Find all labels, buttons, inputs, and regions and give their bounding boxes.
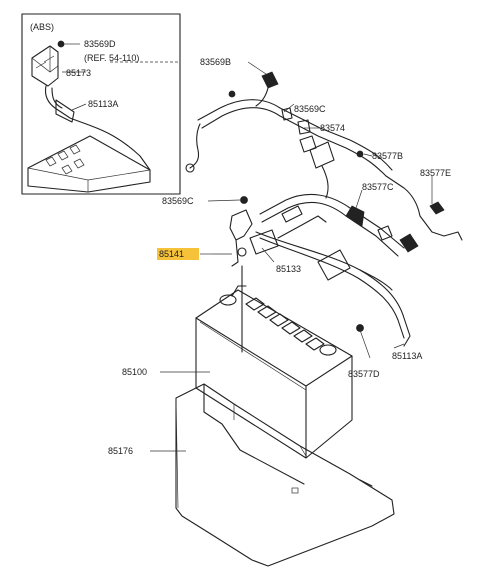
terminal-85141 — [229, 209, 253, 241]
part-labels: 83569B 83569C 83574 83577B 83577E 83577C… — [108, 57, 451, 456]
inset-label-83569d: 83569D — [84, 39, 116, 49]
battery-tray-85176 — [175, 383, 395, 567]
cable-85113a — [255, 231, 411, 347]
label-83577d: 83577D — [348, 369, 380, 379]
inset-label-85113a: 85113A — [88, 99, 118, 109]
holder-85133 — [249, 229, 279, 255]
inset-title: (ABS) — [30, 22, 54, 32]
battery-terminal-neg — [219, 294, 237, 306]
connector-83569b — [261, 71, 279, 89]
label-83569b: 83569B — [200, 57, 231, 67]
label-83569c-top: 83569C — [294, 104, 326, 114]
label-85176: 85176 — [108, 446, 133, 456]
leader-lines — [150, 61, 433, 452]
inset-clamp — [55, 99, 75, 123]
label-83577b: 83577B — [372, 151, 403, 161]
label-85141: 85141 — [159, 249, 184, 259]
inset-label-85173: 85173 — [66, 68, 91, 78]
label-85133: 85133 — [276, 264, 301, 274]
inset-frame — [21, 13, 181, 195]
label-83569c-mid: 83569C — [162, 196, 194, 206]
highlight-85141 — [157, 248, 199, 260]
harness-clip-2 — [297, 119, 311, 135]
nut-83577d — [356, 324, 364, 332]
terminal-83577e — [429, 201, 445, 215]
wiring-harness — [185, 71, 463, 347]
label-83577e: 83577E — [420, 168, 451, 178]
nut-83569c — [240, 196, 248, 204]
inset-battery — [27, 135, 151, 193]
harness-lower — [259, 193, 405, 249]
label-83577c: 83577C — [362, 182, 394, 192]
label-85113a: 85113A — [392, 351, 422, 361]
abs-inset: (ABS) 83569D (REF. 54-110) 85173 85113A — [21, 13, 181, 195]
abs-relay-block — [31, 45, 59, 87]
label-85100: 85100 — [122, 367, 147, 377]
bolt-83577b — [356, 150, 364, 158]
harness-clip-1 — [281, 107, 293, 121]
battery-terminal-pos — [319, 344, 337, 356]
inset-label-ref: (REF. 54-110) — [84, 53, 139, 63]
label-83574: 83574 — [320, 123, 345, 133]
harness-trunk — [197, 99, 393, 171]
harness-end-connector — [185, 163, 195, 173]
bracket-83574 — [309, 141, 335, 169]
connector-83577c — [345, 205, 365, 227]
inset-cable — [44, 85, 151, 171]
bolt-83569d — [57, 40, 65, 48]
